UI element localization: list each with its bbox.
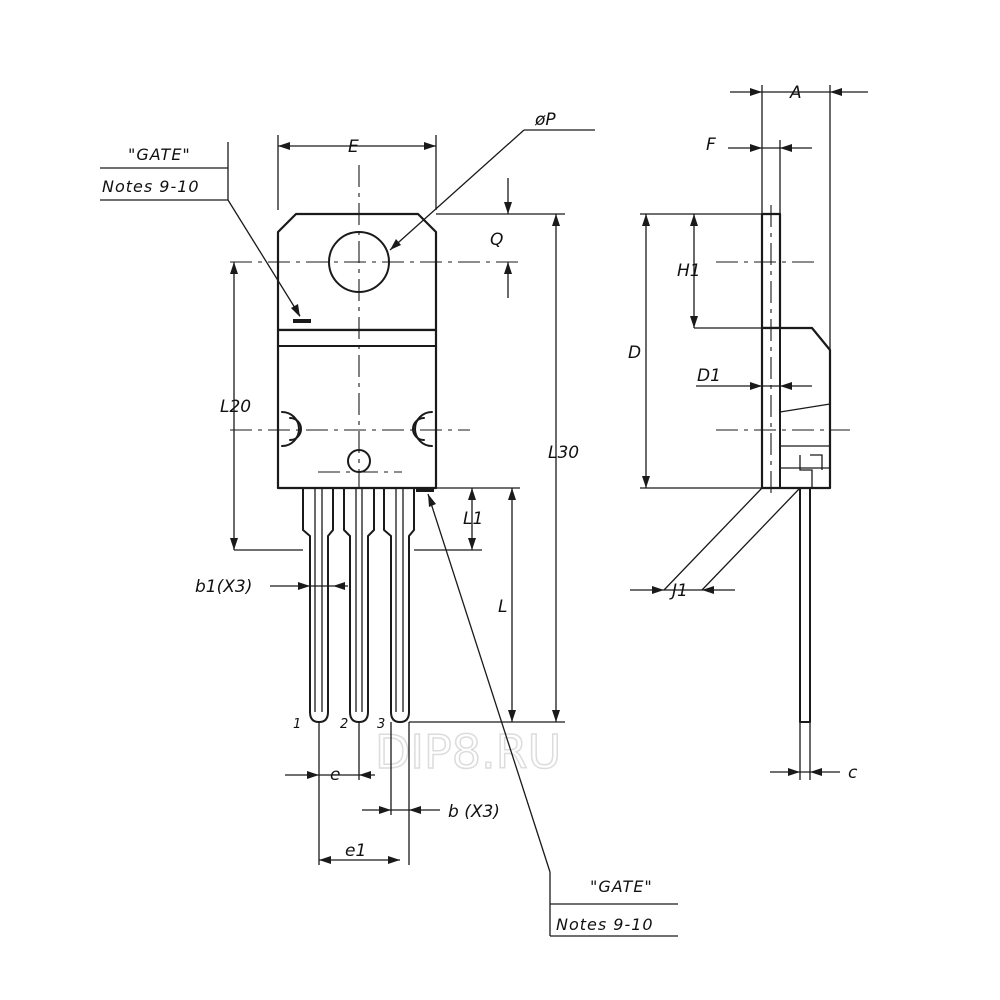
lead-1 [302, 487, 334, 723]
gate-note-top: "GATE" Notes 9-10 [100, 142, 301, 317]
dim-D: D [628, 213, 762, 489]
dim-D-label: D [628, 343, 641, 363]
dim-c: c [770, 722, 858, 783]
pin-1-label: 1 [293, 717, 301, 732]
dim-H1: H1 [677, 213, 762, 329]
gate-mark-bottom [416, 488, 434, 492]
dim-H1-label: H1 [677, 261, 701, 281]
side-body [760, 326, 832, 490]
dim-P: øP [389, 110, 595, 251]
dim-L20: L20 [220, 262, 303, 551]
gate-note-bottom-ref: Notes 9-10 [556, 915, 654, 934]
pin-3-label: 3 [377, 717, 385, 732]
pin-2-label: 2 [340, 717, 348, 732]
dim-Q-label: Q [490, 230, 503, 250]
dim-J1-label: J1 [669, 581, 688, 601]
dim-e-label: e [330, 765, 340, 785]
lead-3 [383, 487, 415, 723]
dim-A-label: A [789, 83, 802, 103]
dim-b1-label: b1(X3) [195, 577, 252, 597]
gate-mark-top [293, 319, 311, 323]
dim-b1: b1(X3) [195, 577, 348, 597]
dim-L30-label: L30 [548, 443, 579, 463]
dim-Q: Q [436, 178, 565, 298]
dim-L20-label: L20 [220, 397, 251, 417]
dim-P-label: øP [534, 110, 556, 130]
side-lead [799, 487, 811, 723]
dim-F: F [706, 135, 812, 214]
dim-E: E [277, 135, 437, 210]
package-body [276, 328, 438, 490]
side-view [716, 205, 850, 723]
lead-2 [343, 487, 375, 723]
front-view [230, 165, 520, 723]
dim-E-label: E [348, 137, 359, 157]
dim-b: b (X3) [362, 722, 500, 865]
dim-D1-label: D1 [697, 366, 721, 386]
dim-F-label: F [706, 135, 716, 155]
dim-J1: J1 [630, 487, 801, 601]
dim-e1: e1 [319, 841, 400, 864]
dim-e1-label: e1 [345, 841, 366, 861]
gate-note-top-title: "GATE" [128, 145, 191, 164]
dim-L-label: L [498, 597, 507, 617]
dim-A: A [730, 83, 868, 350]
dim-L: L [498, 488, 516, 722]
dim-e: e [285, 722, 375, 865]
dim-c-label: c [848, 763, 858, 783]
dim-b-label: b (X3) [448, 802, 500, 822]
gate-note-bottom-title: "GATE" [590, 877, 653, 896]
dim-L1-label: L1 [463, 509, 483, 529]
watermark: DIP8.RU [375, 725, 561, 779]
dim-L1: L1 [414, 487, 520, 551]
dim-D1: D1 [696, 340, 812, 390]
dim-L30: L30 [409, 214, 579, 723]
gate-note-top-ref: Notes 9-10 [102, 177, 200, 196]
gate-note-bottom: "GATE" Notes 9-10 [427, 493, 678, 937]
